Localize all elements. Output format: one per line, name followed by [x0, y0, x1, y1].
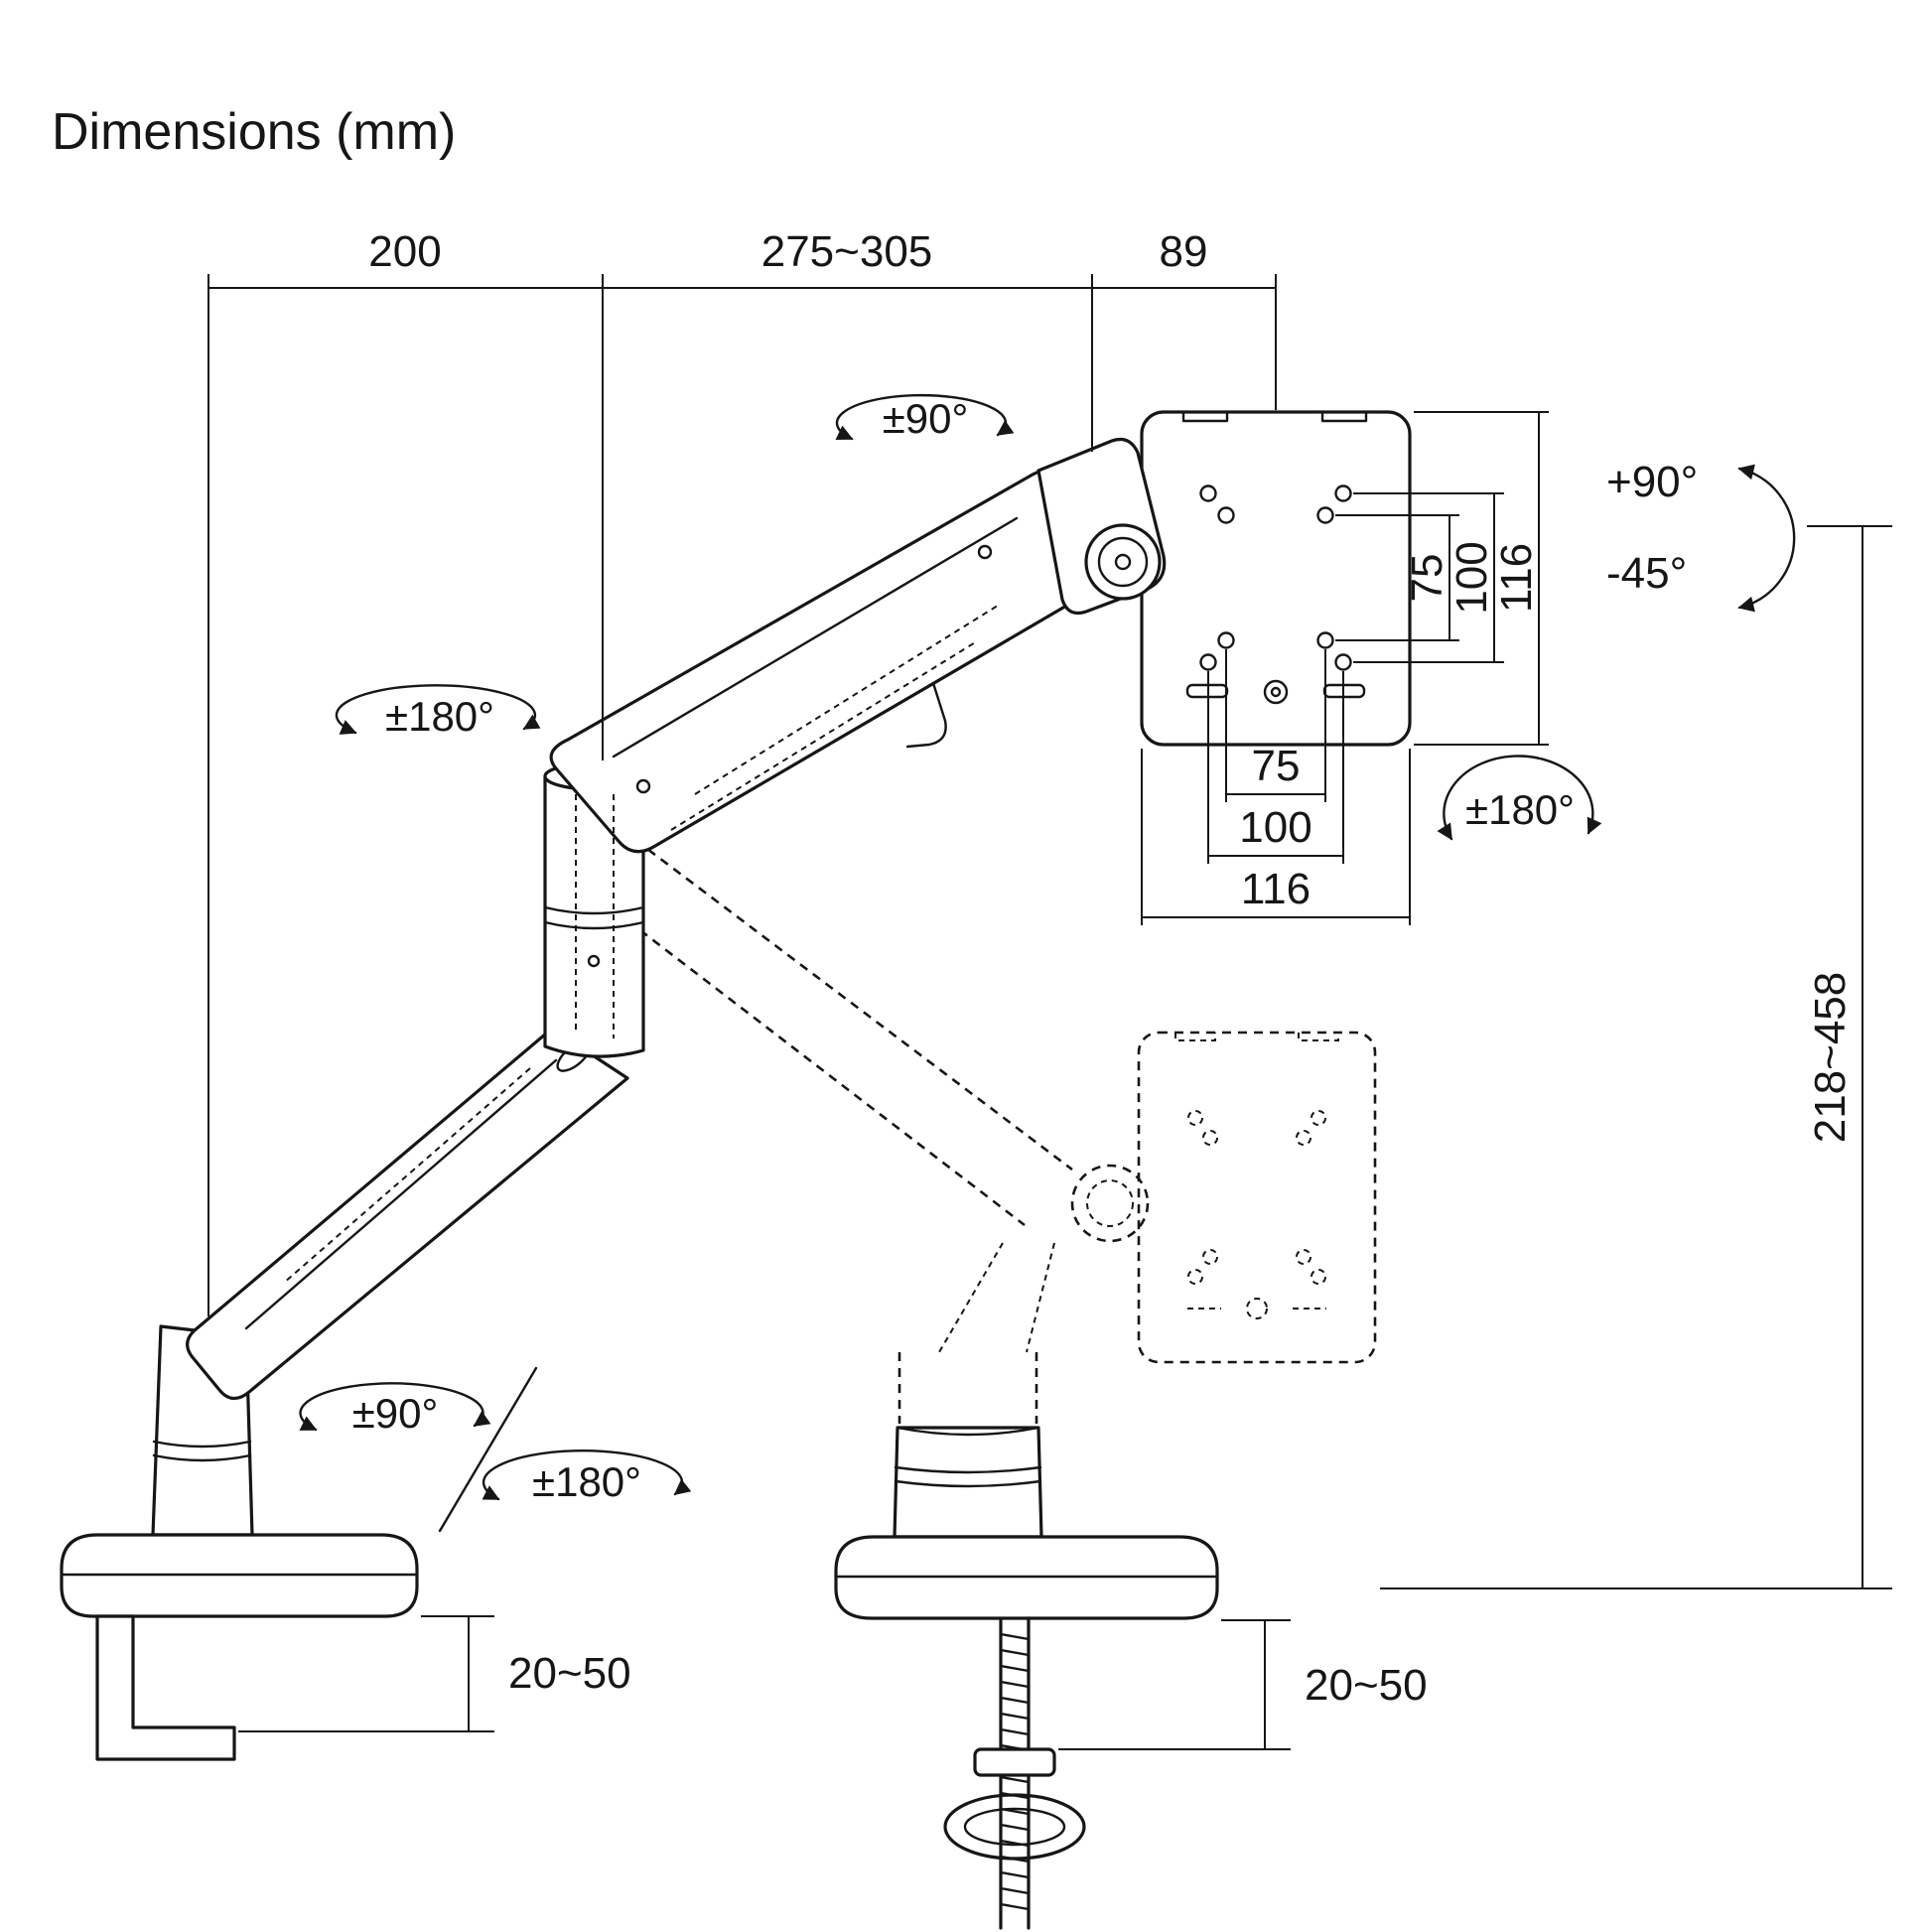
tilt-joint-pin [1114, 553, 1132, 571]
dashed-vesa-hole [1202, 1130, 1218, 1146]
base-rotation-arrow [482, 1449, 692, 1501]
dim-label-vesa-116-v: 116 [1492, 543, 1541, 613]
dim-label-desk-clamp: 20~50 [508, 1649, 631, 1698]
dashed-arm-edge [634, 838, 1073, 1172]
extension-line [238, 1615, 494, 1732]
c-clamp [95, 1614, 236, 1761]
label-base-swivel: ±90° [352, 1390, 439, 1437]
head-swivel-arrow [835, 393, 1015, 441]
elbow-swivel-arrow [335, 684, 541, 735]
upper-arm [549, 469, 1098, 854]
dashed-vesa-hole [1311, 1110, 1326, 1126]
dashed-vesa-hole [1187, 1269, 1203, 1285]
tilt-joint-ring [1097, 536, 1149, 588]
dashed-vesa-hole [1296, 1130, 1311, 1146]
upper-arm-internal [670, 603, 1002, 831]
extension-line [1141, 749, 1411, 925]
dim-label-desk-grommet: 20~50 [1305, 1661, 1428, 1710]
lowered-position-dashed [589, 838, 1377, 1424]
dim-label-height-range: 218~458 [1806, 972, 1855, 1144]
vesa-hole-100 [1334, 653, 1352, 671]
label-elbow-swivel: ±180° [385, 693, 494, 740]
screen-rotation-arrow [1437, 755, 1602, 841]
extension-line [1353, 492, 1504, 663]
dim-label-vesa-75-v: 75 [1403, 554, 1451, 603]
vesa-keyhole [1263, 679, 1289, 705]
label-tilt-up: +90° [1606, 458, 1698, 506]
vesa-hole-75 [1217, 631, 1235, 649]
grommet-riser [893, 1426, 1043, 1539]
vesa-notches [1181, 410, 1368, 423]
dashed-keyhole [1246, 1298, 1268, 1319]
tilt-arrow [1737, 464, 1796, 613]
label-tilt-down: -45° [1606, 549, 1687, 598]
arm-assembly [60, 410, 1412, 1930]
riser-collar [152, 1440, 252, 1462]
hidden-detail-lines [283, 603, 1002, 1284]
dashed-vesa-notches [1174, 1033, 1339, 1041]
elbow-cylinder [543, 774, 645, 1058]
dashed-arm-edge [589, 890, 1026, 1227]
dashed-vesa-hole [1296, 1249, 1311, 1265]
extension-line [1207, 671, 1344, 864]
extension-line [1225, 649, 1326, 802]
grommet-riser-top [896, 1426, 1040, 1437]
label-screen-rotation: ±180° [1465, 786, 1575, 833]
extension-line [1414, 411, 1549, 746]
elbow-screw [587, 954, 601, 968]
elbow-collar [543, 905, 645, 930]
dashed-vesa-hole [1187, 1110, 1203, 1126]
cylinder-internal [575, 794, 615, 1038]
rotation-indicators [299, 393, 1796, 1533]
dashed-tilt-joint-inner [1086, 1179, 1134, 1227]
vesa-hole-100 [1199, 653, 1217, 671]
dim-label-vesa-100-v: 100 [1448, 541, 1496, 614]
dashed-vesa-hole [1202, 1249, 1218, 1265]
label-base-rotation: ±180° [532, 1458, 641, 1505]
lower-arm [186, 1027, 629, 1401]
dim-label-vesa-116-h: 116 [1241, 865, 1311, 913]
dashed-vesa-plate [1137, 1031, 1377, 1364]
dashed-pole-stub [897, 1352, 1038, 1424]
grommet-ring-inner [963, 1807, 1066, 1847]
arm-screw [635, 778, 651, 794]
vesa-hole-100 [1334, 484, 1352, 502]
grommet-riser-collar [894, 1465, 1042, 1488]
dashed-tilt-joint [1070, 1164, 1150, 1243]
tilt-joint-collar [1084, 523, 1162, 601]
vesa-plate [1140, 410, 1412, 747]
grommet-nut [973, 1747, 1056, 1777]
base-swivel-arrow [299, 1382, 491, 1432]
extension-line [1058, 1619, 1291, 1750]
dim-label-89: 89 [1160, 227, 1208, 276]
labels: Dimensions (mm) 200 275~305 89 75 100 11… [52, 103, 1855, 1710]
grommet-ring [943, 1793, 1086, 1861]
dashed-vesa-hole [1311, 1269, 1326, 1285]
dim-label-200: 200 [368, 227, 441, 276]
base-axis-line [438, 1366, 538, 1533]
dim-label-vesa-75-h: 75 [1252, 742, 1301, 790]
extension-line [1335, 514, 1459, 641]
dashed-arm-to-pole [938, 1242, 1055, 1353]
page-title: Dimensions (mm) [52, 103, 456, 161]
vesa-hole-75 [1217, 506, 1235, 524]
vesa-hole-75 [1316, 631, 1334, 649]
dim-label-275-305: 275~305 [761, 227, 933, 276]
vesa-hole-75 [1316, 506, 1334, 524]
label-head-swivel: ±90° [883, 395, 969, 442]
dim-label-vesa-100-h: 100 [1239, 803, 1311, 852]
arm-screw [977, 544, 993, 560]
cable-hook [905, 681, 947, 749]
upper-arm-detail [612, 516, 1019, 759]
vesa-hole-100 [1199, 484, 1217, 502]
dimension-annotations [207, 274, 1892, 1750]
lower-arm-detail [244, 1058, 558, 1330]
vesa-keyhole-pin [1270, 686, 1282, 698]
